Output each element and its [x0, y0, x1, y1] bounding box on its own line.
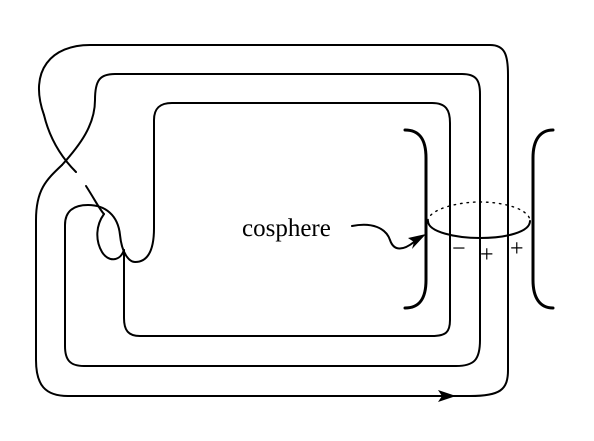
direction-arrow	[438, 390, 456, 402]
cosphere-pointer-head	[408, 234, 426, 249]
cosphere-ellipse-front	[427, 220, 531, 239]
cosphere-pointer	[351, 223, 415, 250]
outer-strand-crossing	[43, 114, 77, 173]
plus-sign-inner: +	[480, 242, 494, 268]
inner-strand	[87, 102, 451, 337]
cosphere-ellipse-back	[427, 201, 531, 222]
inner-strand-crossing	[96, 213, 125, 261]
cosphere-label: cosphere	[242, 215, 331, 242]
plus-sign-outer: +	[510, 236, 524, 262]
outer-strand	[35, 44, 509, 397]
minus-sign: −	[452, 236, 466, 262]
right-bracket	[531, 128, 555, 310]
middle-strand-crossing	[85, 185, 105, 215]
middle-strand	[61, 73, 481, 367]
left-bracket	[403, 128, 428, 310]
